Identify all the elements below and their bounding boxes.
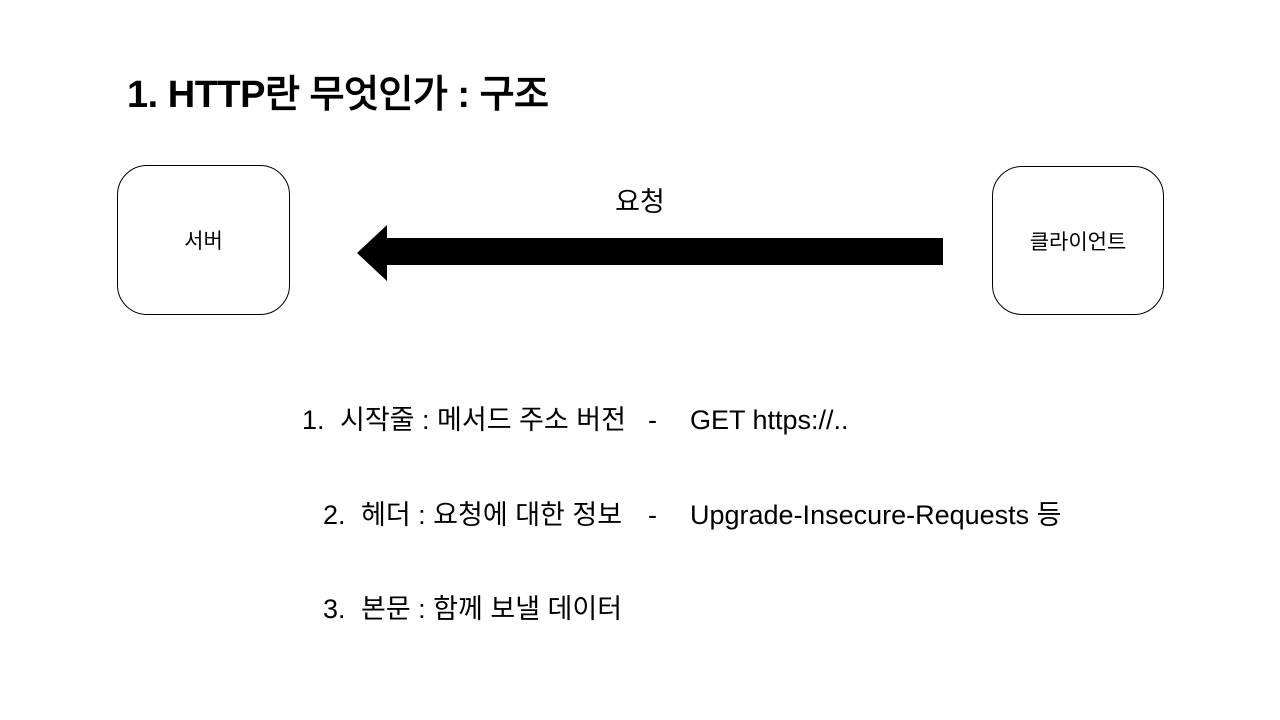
list-item-text: 시작줄 : 메서드 주소 버전 — [340, 405, 626, 435]
list-item: 2. 헤더 : 요청에 대한 정보 — [323, 500, 622, 531]
page-title: 1. HTTP란 무엇인가 : 구조 — [127, 74, 549, 116]
list-item: 3. 본문 : 함께 보낼 데이터 — [323, 594, 622, 625]
client-box: 클라이언트 — [992, 166, 1164, 315]
list-item-dash: - — [648, 405, 657, 435]
list-item-number: 1. — [302, 405, 325, 435]
list-item-dash: - — [648, 500, 657, 530]
request-arrow-icon — [357, 225, 943, 281]
list-item-text: 본문 : 함께 보낼 데이터 — [361, 594, 623, 624]
list-item: 1. 시작줄 : 메서드 주소 버전 — [302, 405, 626, 436]
request-arrow-shape — [357, 225, 943, 281]
list-item-detail: Upgrade-Insecure-Requests 등 — [690, 500, 1062, 530]
list-item-number: 2. — [323, 500, 346, 530]
list-item-text: 헤더 : 요청에 대한 정보 — [361, 500, 623, 530]
client-box-label: 클라이언트 — [1029, 230, 1127, 254]
server-box-label: 서버 — [184, 230, 223, 253]
list-item-number: 3. — [323, 594, 346, 624]
request-arrow-label: 요청 — [615, 187, 665, 217]
list-item-detail: GET https://.. — [690, 405, 849, 435]
server-box: 서버 — [117, 165, 290, 315]
